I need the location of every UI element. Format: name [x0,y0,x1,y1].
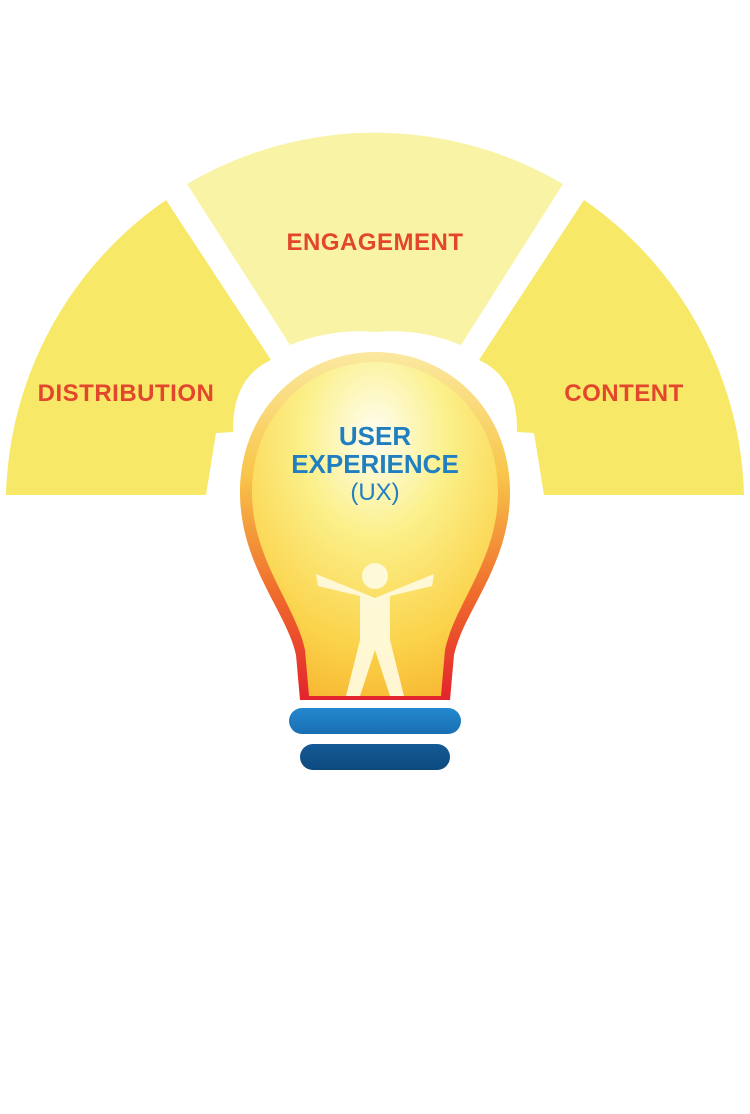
ux-title-line2: EXPERIENCE [291,449,459,479]
label-engagement: ENGAGEMENT [286,229,463,256]
segment-distribution [6,200,271,495]
person-arms-raised-icon [316,563,434,696]
bulb-base-band-upper [289,708,461,734]
bulb-base-band-lower [300,744,450,770]
segment-engagement [187,132,563,345]
ux-title-line3: (UX) [350,479,399,506]
segment-content [479,200,744,495]
label-content: CONTENT [564,380,684,407]
ux-title-line1: USER [339,421,411,451]
label-distribution: DISTRIBUTION [38,380,215,407]
bulb-glass [252,362,498,696]
